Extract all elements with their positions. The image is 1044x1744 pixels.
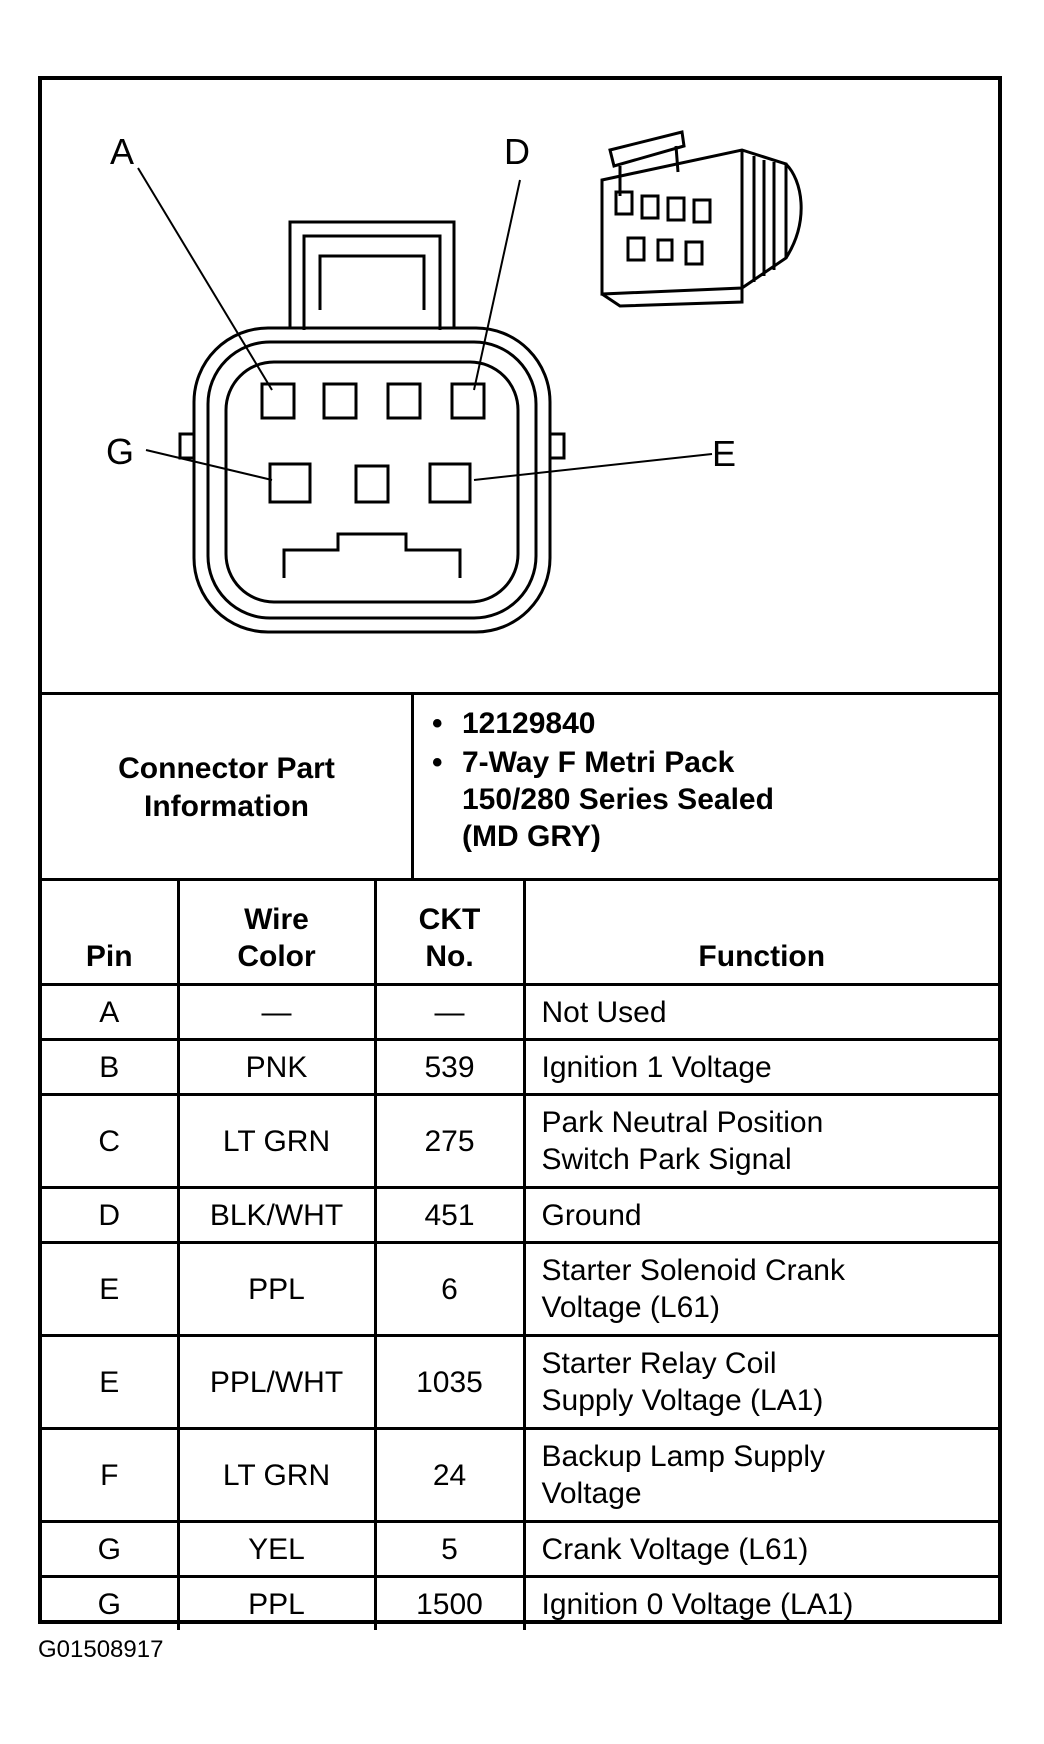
connector-sheet: A D G E xyxy=(38,76,1002,1630)
leader-a xyxy=(137,167,273,391)
header-pin: Pin xyxy=(42,878,180,985)
latch-window xyxy=(318,254,426,310)
leader-d xyxy=(473,179,521,391)
connector-face-drawing: A D G E xyxy=(106,130,803,634)
cavity-a xyxy=(260,382,296,420)
cavity-e xyxy=(428,462,472,504)
part-number: 12129840 xyxy=(432,705,992,742)
cavity-b xyxy=(322,382,358,420)
label-pin-e: E xyxy=(712,433,736,474)
connector-description: 7-Way F Metri Pack 150/280 Series Sealed… xyxy=(432,744,992,855)
cavity-c xyxy=(386,382,422,420)
table-row: B PNK 539 Ignition 1 Voltage xyxy=(42,1038,998,1095)
figure-id: G01508917 xyxy=(38,1636,164,1663)
connector-iso-view xyxy=(600,130,803,308)
left-side-tab xyxy=(178,432,196,460)
housing-inner xyxy=(224,360,520,604)
table-row: D BLK/WHT 451 Ground xyxy=(42,1186,998,1243)
table-row: A — — Not Used xyxy=(42,983,998,1040)
latch-outer xyxy=(288,220,456,328)
header-function: Function xyxy=(524,878,998,985)
cavity-g xyxy=(268,462,312,504)
table-row: G PPL 1500 Ignition 0 Voltage (LA1) xyxy=(42,1575,998,1630)
label-pin-g: G xyxy=(106,431,134,472)
leader-g xyxy=(145,449,273,481)
latch-inner xyxy=(302,234,442,330)
cavity-d xyxy=(450,382,486,420)
housing-outer xyxy=(192,326,552,634)
bottom-key xyxy=(282,532,462,578)
connector-part-label: Connector Part Information xyxy=(42,695,414,881)
label-pin-a: A xyxy=(110,131,134,172)
table-row: G YEL 5 Crank Voltage (L61) xyxy=(42,1520,998,1577)
right-side-tab xyxy=(548,432,566,460)
label-pin-d: D xyxy=(504,131,530,172)
connector-part-info: Connector Part Information 12129840 7-Wa… xyxy=(42,692,998,881)
connector-diagram: A D G E xyxy=(42,80,998,692)
connector-part-details: 12129840 7-Way F Metri Pack 150/280 Seri… xyxy=(432,705,992,857)
leader-e xyxy=(473,453,713,481)
cavity-f xyxy=(354,464,390,504)
housing-rim xyxy=(206,340,538,620)
